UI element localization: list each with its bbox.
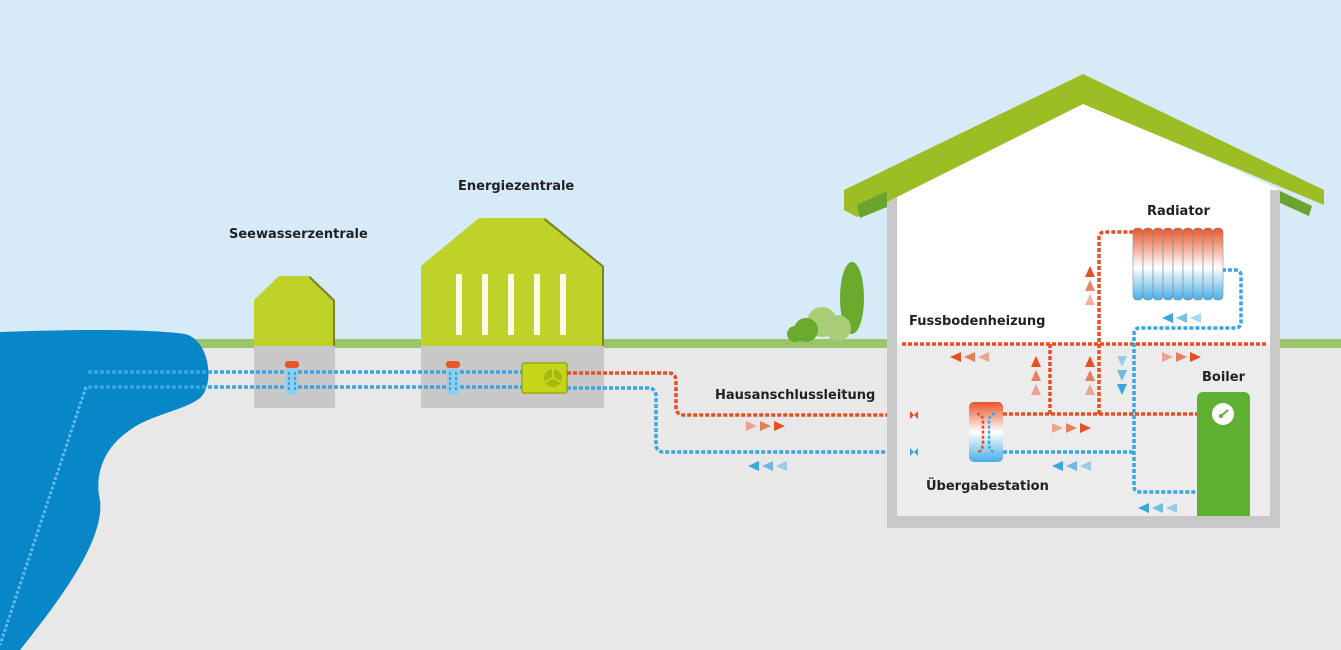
hot-supply-pipe [567, 371, 973, 417]
hausanschlussleitung-label: Hausanschlussleitung [715, 388, 876, 403]
flow-arrow-icon [950, 352, 961, 362]
flow-arrow-icon [1117, 370, 1127, 381]
valve-icons [910, 411, 918, 456]
fussbodenheizung-label: Fussbodenheizung [909, 314, 1046, 329]
flow-arrow-icon [1190, 313, 1201, 323]
seewasserzentrale-label: Seewasserzentrale [229, 227, 368, 242]
flow-arrow-icon [1176, 313, 1187, 323]
flow-arrow-icon [1031, 356, 1041, 367]
flow-arrow-icon [1080, 461, 1091, 471]
flow-arrow-icon [1162, 352, 1173, 362]
flow-arrow-icon [1176, 352, 1187, 362]
flow-arrow-icon [1190, 352, 1201, 362]
flow-arrow-icon [1085, 266, 1095, 277]
flow-arrow-icon [1052, 423, 1063, 433]
flow-arrow-icon [1031, 370, 1041, 381]
heat-pump-unit-icon [521, 362, 568, 394]
radiator-label: Radiator [1147, 204, 1210, 219]
flow-arrow-icon [748, 461, 759, 471]
flow-arrow-icon [1085, 370, 1095, 381]
energiezentrale-heat-exchanger-icon [446, 361, 460, 395]
flow-arrow-icon [1085, 356, 1095, 367]
flow-arrow-icon [1166, 503, 1177, 513]
hot-riser-pipes [973, 230, 1197, 416]
flow-arrow-icon [1117, 356, 1127, 367]
flow-arrow-icon [762, 461, 773, 471]
flow-arrow-icon [1117, 384, 1127, 395]
flow-arrow-icon [1138, 503, 1149, 513]
flow-arrow-icon [1085, 294, 1095, 305]
flow-arrow-icon [1031, 384, 1041, 395]
flow-arrow-icon [1162, 313, 1173, 323]
energiezentrale-building[interactable] [421, 218, 604, 408]
flow-arrow-icon [1080, 423, 1091, 433]
flow-arrow-icon [1066, 423, 1077, 433]
flow-arrow-icon [776, 461, 787, 471]
flow-arrow-icon [978, 352, 989, 362]
lake-intake-pipe [0, 386, 88, 646]
flow-arrow-icon [1085, 384, 1095, 395]
grass-line [0, 339, 1341, 348]
flow-arrows [746, 266, 1201, 513]
flow-arrow-icon [1052, 461, 1063, 471]
radiator-icon [1132, 227, 1224, 301]
energiezentrale-label: Energiezentrale [458, 179, 575, 194]
house-roof [844, 74, 1324, 217]
cold-return-pipe [567, 386, 973, 454]
flow-arrow-icon [746, 421, 757, 431]
flow-arrow-icon [1152, 503, 1163, 513]
uebergabestation-heat-exchanger-icon[interactable] [969, 402, 1003, 462]
seewasser-heat-exchanger-icon [285, 361, 299, 395]
flow-arrow-icon [1066, 461, 1077, 471]
boiler-label: Boiler [1202, 370, 1245, 385]
flow-arrow-icon [1085, 280, 1095, 291]
lake [0, 330, 209, 650]
bushes-icon [787, 262, 864, 342]
flow-arrow-icon [774, 421, 785, 431]
uebergabestation-label: Übergabestation [926, 479, 1049, 494]
boiler-icon[interactable] [1197, 392, 1250, 516]
flow-arrow-icon [964, 352, 975, 362]
flow-arrow-icon [760, 421, 771, 431]
